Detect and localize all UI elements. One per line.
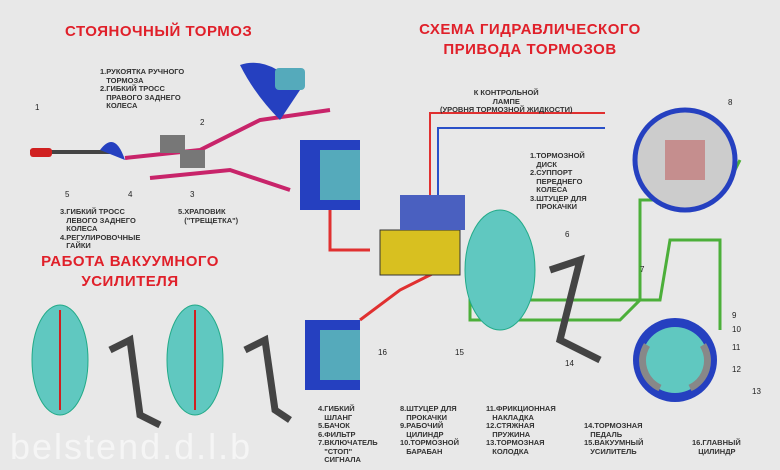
parking-legend-top: 1.РУКОЯТКА РУЧНОГО ТОРМОЗА 2.ГИБКИЙ ТРОС… (100, 67, 185, 110)
callout-12: 12 (732, 365, 741, 374)
parking-legend-bottom-left: 3.ГИБКИЙ ТРОСС ЛЕВОГО ЗАДНЕГО КОЛЕСА 4.Р… (60, 207, 141, 250)
parking-brake-illustration (30, 62, 331, 192)
hydraulic-legend-col-2: 8.ШТУЦЕР ДЛЯ ПРОКАЧКИ 9.РАБОЧИЙ ЦИЛИНДР … (400, 404, 459, 456)
hydraulic-legend-col-3: 11.ФРИКЦИОННАЯ НАКЛАДКА 12.СТЯЖНАЯ ПРУЖИ… (486, 404, 556, 456)
callout-1: 1 (35, 103, 40, 112)
callout-4: 4 (128, 190, 133, 199)
front-brake-legend: 1.ТОРМОЗНОЙ ДИСК 2.СУППОРТ ПЕРЕДНЕГО КОЛ… (530, 151, 587, 211)
vacuum-booster-title: РАБОТА ВАКУУМНОГО УСИЛИТЕЛЯ (41, 253, 219, 290)
hydraulic-legend-col-5: 16.ГЛАВНЫЙ ЦИЛИНДР (692, 438, 741, 456)
watermark: belstend.d.l.b (10, 426, 253, 467)
callout-7: 7 (640, 265, 645, 274)
callout-16: 16 (378, 348, 387, 357)
hydraulic-legend-col-1: 4.ГИБКИЙ ШЛАНГ 5.БАЧОК 6.ФИЛЬТР 7.ВКЛЮЧА… (318, 404, 378, 464)
parking-legend-bottom-right: 5.ХРАПОВИК ("ТРЕЩЕТКА") (178, 207, 239, 225)
parking-brake-title: СТОЯНОЧНЫЙ ТОРМОЗ (65, 23, 253, 40)
callout-15: 15 (455, 348, 464, 357)
lamp-note: К КОНТРОЛЬНОЙ ЛАМПЕ (УРОВНЯ ТОРМОЗНОЙ ЖИ… (440, 88, 573, 114)
callout-2: 2 (200, 118, 205, 127)
hydraulic-circuit (300, 107, 742, 402)
callout-5: 5 (65, 190, 70, 199)
callout-6: 6 (565, 230, 570, 239)
callout-numbers: 1 2 3 4 5 6 7 8 9 10 11 12 13 14 15 16 (35, 98, 761, 396)
callout-3: 3 (190, 190, 195, 199)
vacuum-booster-illustration (31, 304, 292, 429)
callout-13: 13 (752, 387, 761, 396)
callout-14: 14 (565, 359, 574, 368)
callout-8: 8 (728, 98, 733, 107)
callout-10: 10 (732, 325, 741, 334)
hydraulic-scheme-title: СХЕМА ГИДРАВЛИЧЕСКОГО ПРИВОДА ТОРМОЗОВ (419, 21, 641, 58)
callout-9: 9 (732, 311, 737, 320)
hydraulic-legend-col-4: 14.ТОРМОЗНАЯ ПЕДАЛЬ 15.ВАКУУМНЫЙ УСИЛИТЕ… (584, 421, 644, 456)
callout-11: 11 (732, 343, 741, 352)
